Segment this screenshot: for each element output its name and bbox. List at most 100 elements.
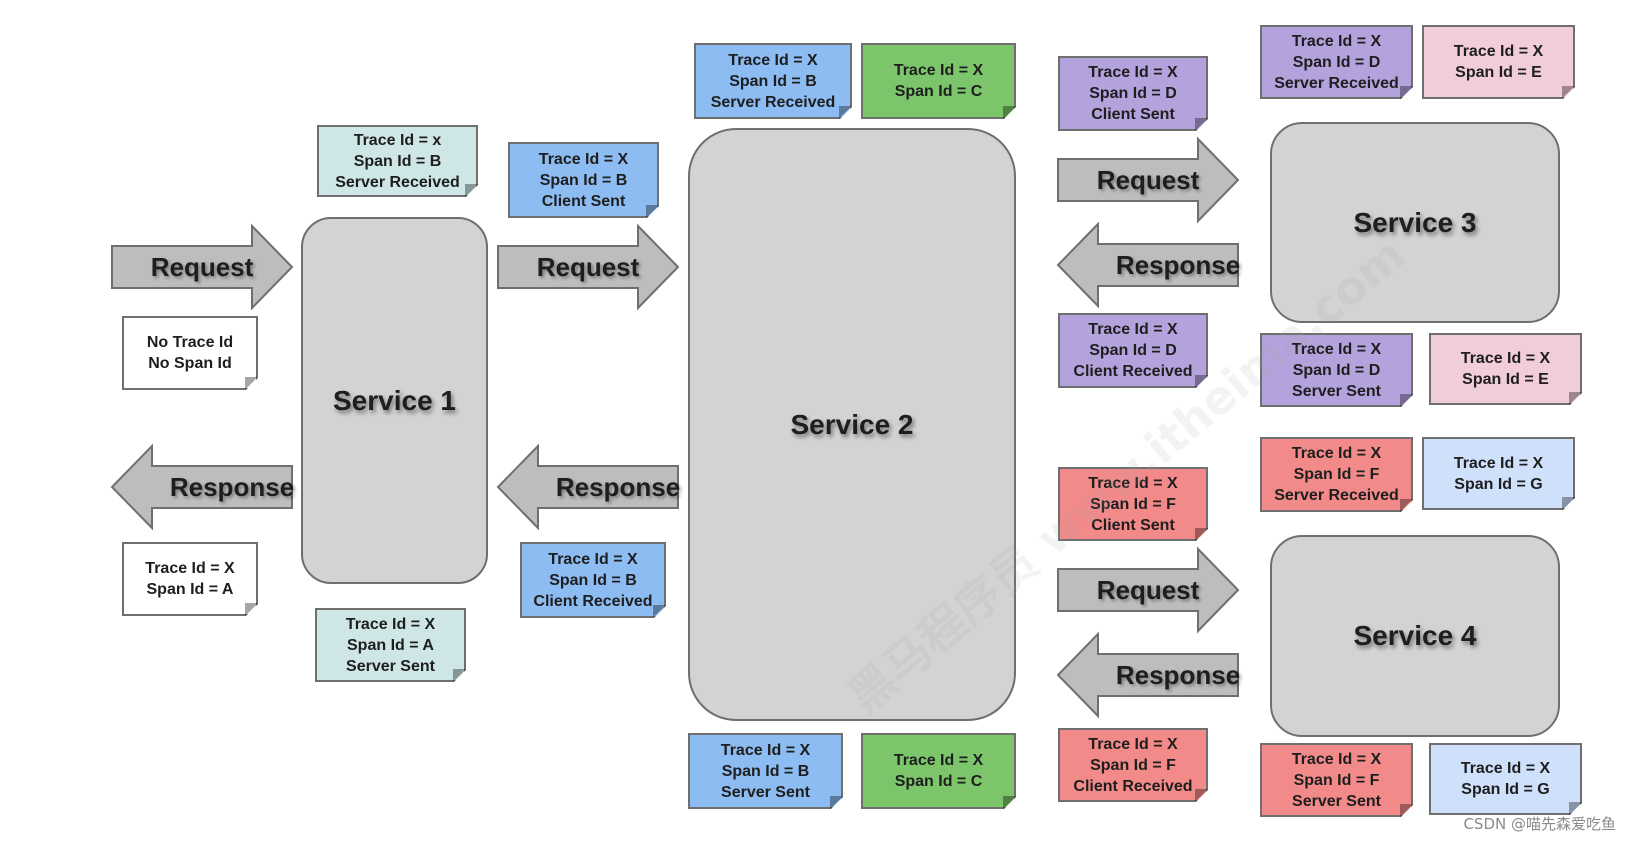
request-label: Request	[536, 251, 640, 282]
note-line: Server Received	[710, 93, 836, 111]
left-arrow-shape	[1056, 631, 1239, 719]
note-s3-span-e-top: Trace Id = X Span Id = E	[1422, 25, 1575, 99]
right-arrow-shape	[1057, 546, 1240, 634]
note-line: Server Sent	[721, 783, 810, 801]
response-label: Response	[1115, 249, 1241, 280]
note-line: Span Id = B	[539, 171, 628, 189]
note-line: Span Id = D	[1089, 342, 1177, 359]
service-2-box: Service 2	[688, 128, 1016, 721]
note-s4-span-g-top: Trace Id = X Span Id = G	[1422, 437, 1575, 510]
note-line: No Span Id	[148, 355, 232, 372]
note-s2-client-sent-f: Trace Id = X Span Id = F Client Sent	[1058, 467, 1208, 541]
note-line: Trace Id = X	[1088, 64, 1178, 81]
note-s4-span-g-bottom: Trace Id = X Span Id = G	[1429, 743, 1582, 815]
note-line: Client Sent	[1091, 516, 1175, 534]
note-line: Server Sent	[1292, 382, 1381, 400]
note-line: Span Id = C	[894, 83, 983, 100]
note-s4-server-received: Trace Id = X Span Id = F Server Received	[1260, 437, 1413, 512]
note-line: Client Received	[1073, 777, 1193, 795]
response-arrow-from-service-2: Response	[496, 443, 680, 531]
note-s2-client-sent-d: Trace Id = X Span Id = D Client Sent	[1058, 56, 1208, 131]
left-arrow-shape	[1056, 221, 1239, 309]
note-trace-x-span-a: Trace Id = X Span Id = A	[122, 542, 258, 616]
note-line: Server Sent	[346, 657, 435, 675]
note-s4-server-sent: Trace Id = X Span Id = F Server Sent	[1260, 743, 1413, 817]
note-line: Span Id = A	[146, 581, 234, 598]
note-line: Span Id = G	[1454, 475, 1543, 493]
note-line: Client Received	[533, 592, 653, 610]
note-s2-span-c-top: Trace Id = X Span Id = C	[861, 43, 1016, 119]
note-s3-server-received: Trace Id = X Span Id = D Server Received	[1260, 25, 1413, 99]
note-s2-server-received: Trace Id = X Span Id = B Server Received	[694, 43, 852, 119]
note-line: Span Id = E	[1455, 64, 1542, 81]
note-s2-span-c-bottom: Trace Id = X Span Id = C	[861, 733, 1016, 809]
note-line: Span Id = F	[1090, 495, 1176, 513]
note-line: Span Id = B	[549, 571, 637, 589]
response-label: Response	[555, 471, 681, 502]
right-arrow-shape	[1057, 136, 1240, 224]
note-line: Server Sent	[1292, 792, 1381, 810]
request-label: Request	[1096, 574, 1200, 605]
left-arrow-shape	[496, 443, 679, 531]
note-line: Trace Id = x	[353, 131, 442, 149]
left-arrow-shape	[110, 443, 293, 531]
note-line: Server Received	[335, 173, 460, 191]
note-line: Span Id = B	[721, 762, 810, 780]
note-line: Span Id = E	[1462, 371, 1549, 388]
note-s2-client-received-d: Trace Id = X Span Id = D Client Received	[1058, 313, 1208, 388]
request-arrow-to-service-3: Request	[1057, 136, 1240, 224]
note-line: Trace Id = X	[1088, 474, 1178, 492]
note-line: Span Id = B	[353, 152, 442, 170]
note-line: Span Id = C	[894, 773, 983, 790]
note-line: Client Sent	[1091, 106, 1175, 123]
note-line: Span Id = A	[347, 636, 434, 654]
response-arrow-from-service-3: Response	[1056, 221, 1240, 309]
response-label: Response	[1115, 659, 1241, 690]
response-arrow-from-service-4: Response	[1056, 631, 1240, 719]
note-line: Client Received	[1073, 363, 1193, 380]
note-line: Span Id = B	[729, 72, 817, 90]
note-line: Client Sent	[541, 192, 626, 210]
right-arrow-shape	[111, 223, 294, 311]
note-line: Server Received	[1274, 487, 1399, 504]
note-s1-client-received: Trace Id = X Span Id = B Client Received	[520, 542, 666, 618]
note-line: Trace Id = X	[1460, 760, 1551, 777]
request-label: Request	[150, 251, 254, 282]
note-line: Trace Id = X	[1088, 321, 1178, 338]
note-s1-server-received: Trace Id = x Span Id = B Server Received	[317, 125, 478, 197]
note-line: Span Id = F	[1293, 466, 1380, 483]
request-arrow-to-service-2: Request	[497, 223, 680, 311]
note-s3-server-sent: Trace Id = X Span Id = D Server Sent	[1260, 333, 1413, 407]
note-line: Trace Id = X	[345, 615, 436, 633]
note-line: Trace Id = X	[1453, 454, 1544, 472]
note-line: Trace Id = X	[1291, 445, 1382, 462]
note-line: Trace Id = X	[720, 741, 811, 759]
note-line: Trace Id = X	[1291, 340, 1382, 358]
note-line: Trace Id = X	[1453, 43, 1544, 60]
note-s1-server-sent: Trace Id = X Span Id = A Server Sent	[315, 608, 466, 682]
note-line: No Trace Id	[146, 334, 234, 351]
source-credit: CSDN @喵先森爱吃鱼	[1463, 815, 1616, 833]
note-line: Server Received	[1274, 74, 1399, 92]
service-1-box: Service 1	[301, 217, 488, 584]
note-line: Trace Id = X	[145, 560, 235, 577]
service-3-box: Service 3	[1270, 122, 1560, 323]
request-arrow-to-service-4: Request	[1057, 546, 1240, 634]
note-line: Trace Id = X	[548, 550, 638, 568]
note-line: Trace Id = X	[1291, 32, 1382, 50]
note-line: Trace Id = X	[1088, 735, 1178, 753]
note-line: Trace Id = X	[893, 62, 984, 79]
note-line: Span Id = F	[1293, 771, 1380, 789]
note-line: Trace Id = X	[893, 752, 984, 769]
service-4-box: Service 4	[1270, 535, 1560, 737]
note-line: Span Id = G	[1461, 781, 1550, 798]
note-s2-server-sent: Trace Id = X Span Id = B Server Sent	[688, 733, 843, 809]
note-line: Trace Id = X	[1291, 750, 1382, 768]
right-arrow-shape	[497, 223, 680, 311]
note-s3-span-e-bottom: Trace Id = X Span Id = E	[1429, 333, 1582, 405]
note-s2-client-received-f: Trace Id = X Span Id = F Client Received	[1058, 728, 1208, 802]
note-line: Span Id = D	[1089, 85, 1177, 102]
note-line: Trace Id = X	[1460, 350, 1551, 367]
response-label: Response	[169, 471, 295, 502]
